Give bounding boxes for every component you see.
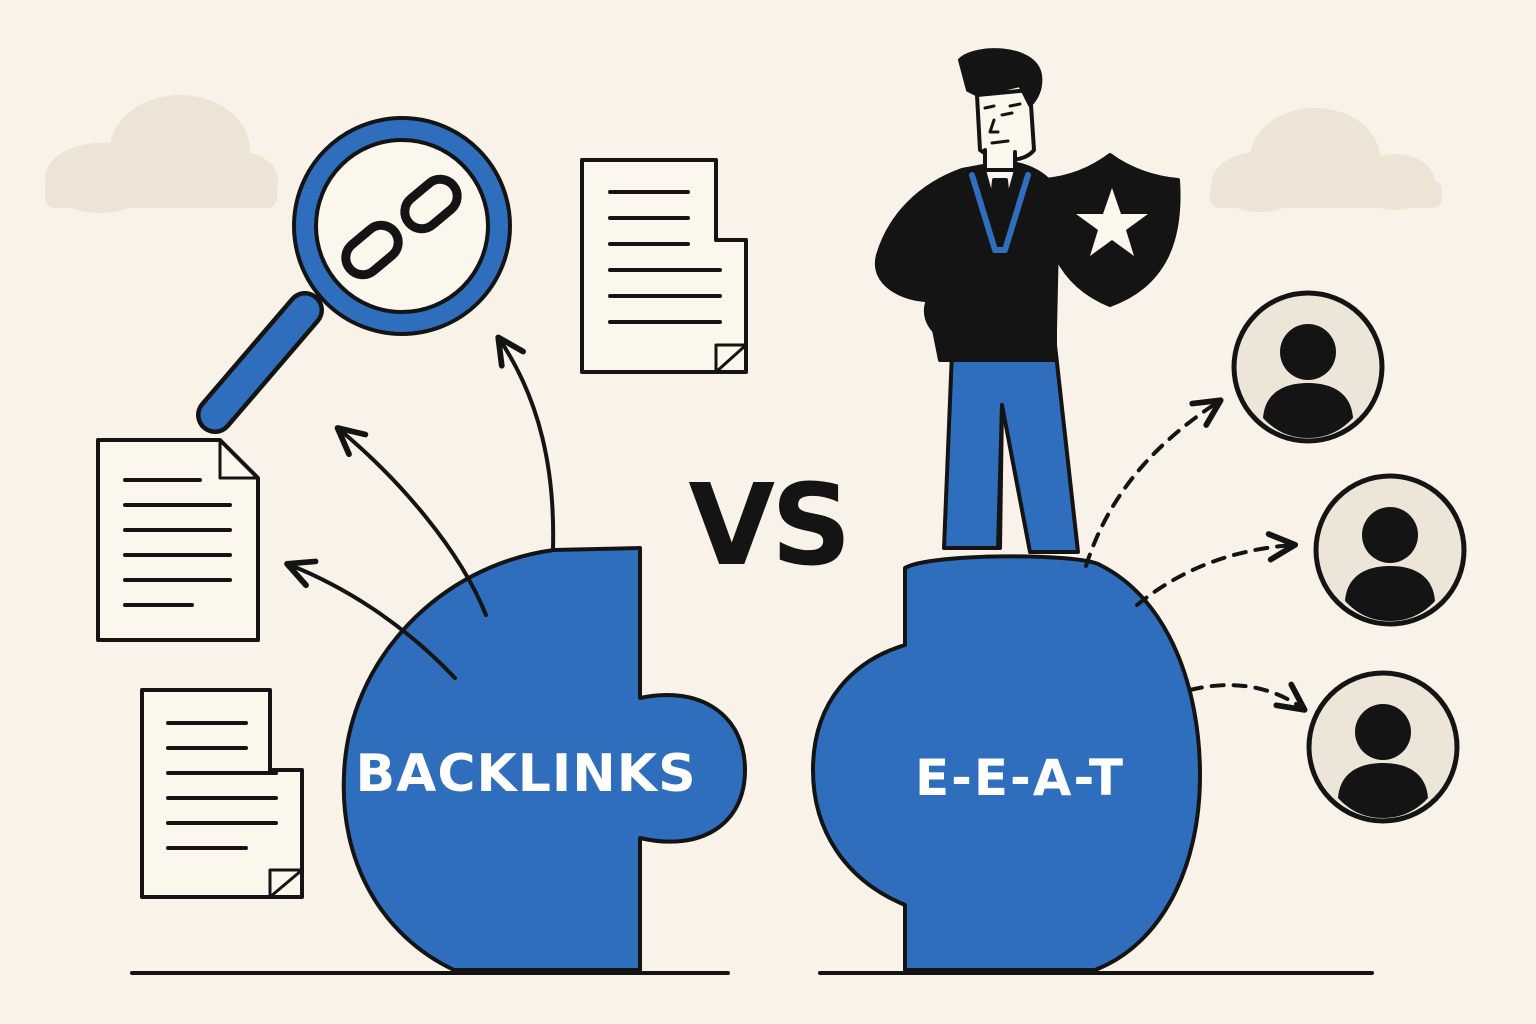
user-avatar-icon (1231, 290, 1385, 444)
user-avatar-icon (1306, 670, 1460, 824)
arrow-icon (1084, 397, 1224, 568)
arrow-icon (1135, 531, 1299, 607)
user-avatar-icon (1313, 473, 1467, 627)
businessman-figure (874, 48, 1080, 554)
document-icon (140, 688, 304, 899)
shield-star-icon (1042, 153, 1181, 307)
eeat-puzzle-piece (811, 554, 1202, 972)
document-icon (96, 438, 260, 642)
arrow-icon (1188, 681, 1308, 713)
cloud-left (45, 95, 278, 213)
backlinks-label: BACKLINKS (355, 744, 697, 804)
versus-label: VS (688, 461, 851, 591)
backlinks-puzzle-piece (341, 546, 747, 972)
arrow-icon (334, 425, 488, 617)
arrow-icon (284, 558, 457, 680)
document-icon (580, 158, 748, 374)
magnifier-link-icon (196, 116, 512, 434)
cloud-right (1210, 108, 1442, 212)
arrow-icon (495, 334, 556, 550)
eeat-label: E-E-A-T (914, 749, 1126, 807)
